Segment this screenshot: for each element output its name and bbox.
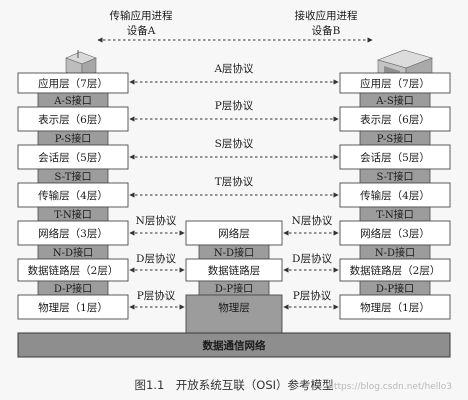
watermark: https://blog.csdn.net/hello3 [328, 382, 452, 392]
left-layer-session: 会话层（5层） [38, 151, 108, 164]
protocol-n-label-right: N层协议 [292, 214, 333, 227]
left-layer-box [17, 182, 129, 208]
left-layer-application: 应用层（7层） [38, 77, 108, 90]
middle-layer-box [185, 220, 283, 246]
middle-stack: 网络层 N-D接口 数据链路层 D-P接口 物理层 [185, 220, 283, 334]
middle-layer-network: 网络层 [218, 227, 250, 240]
middle-layer-physical: 物理层 [218, 301, 250, 314]
right-layer-box [339, 106, 451, 132]
protocol-ph-label-right: P层协议 [293, 289, 332, 302]
protocol-t-label: T层协议 [215, 175, 254, 188]
protocol-links: A层协议 P层协议 S层协议 T层协议 N层协议 N层协议 D层协议 D层协议 … [129, 62, 339, 310]
data-network-bar [17, 332, 451, 358]
left-layer-physical: 物理层（1层） [38, 301, 108, 314]
right-stack: 应用层（7层） A-S接口 表示层（6层） P-S接口 会话层（5层） S-T接… [339, 72, 451, 320]
protocol-s-label: S层协议 [215, 137, 254, 150]
middle-interface-dp: D-P接口 [215, 282, 253, 295]
middle-physical-box [185, 294, 283, 334]
left-layer-datalink: 数据链路层（2层） [28, 264, 119, 277]
data-network-label: 数据通信网络 [202, 339, 266, 352]
right-interface-dp: D-P接口 [376, 282, 414, 295]
left-layer-box [17, 294, 129, 320]
header-left-line1: 传输应用进程 [110, 9, 173, 22]
middle-layer-datalink: 数据链路层 [208, 264, 261, 277]
left-interface-nd: N-D接口 [53, 246, 93, 259]
right-layer-box [339, 220, 451, 246]
protocol-d-label-right: D层协议 [292, 252, 332, 265]
header-right-line1: 接收应用进程 [295, 9, 358, 22]
right-interface-ps: P-S接口 [377, 132, 413, 145]
right-layer-datalink: 数据链路层（2层） [350, 264, 441, 277]
right-interface-as: A-S接口 [375, 94, 413, 107]
left-interface-st: S-T接口 [55, 170, 92, 183]
protocol-n-label-left: N层协议 [136, 214, 177, 227]
left-layer-transport: 传输层（4层） [38, 189, 108, 202]
left-layer-network: 网络层（3层） [38, 227, 108, 240]
right-interface-tn: T-N接口 [376, 208, 414, 221]
protocol-a-label: A层协议 [213, 62, 254, 75]
left-layer-presentation: 表示层（6层） [38, 113, 108, 126]
right-interface-nd: N-D接口 [375, 246, 415, 259]
left-layer-box [17, 220, 129, 246]
right-layer-application: 应用层（7层） [360, 77, 430, 90]
right-layer-box [339, 144, 451, 170]
right-layer-presentation: 表示层（6层） [360, 113, 430, 126]
figure-caption: 图1.1 开放系统互联（OSI）参考模型 [134, 378, 333, 392]
left-interface-as: A-S接口 [53, 94, 91, 107]
left-interface-ps: P-S接口 [55, 132, 91, 145]
left-layer-box [17, 106, 129, 132]
left-interface-tn: T-N接口 [54, 208, 92, 221]
right-layer-transport: 传输层（4层） [360, 189, 430, 202]
header-right-line2: 设备B [312, 24, 341, 37]
right-interface-st: S-T接口 [377, 170, 414, 183]
left-stack: 应用层（7层） A-S接口 表示层（6层） P-S接口 会话层（5层） S-T接… [17, 72, 129, 320]
protocol-ph-label-left: P层协议 [137, 289, 176, 302]
middle-interface-nd: N-D接口 [214, 246, 254, 259]
right-layer-network: 网络层（3层） [360, 227, 430, 240]
right-layer-box [339, 182, 451, 208]
right-layer-session: 会话层（5层） [360, 151, 430, 164]
protocol-p-label: P层协议 [215, 99, 254, 112]
right-layer-physical: 物理层（1层） [360, 301, 430, 314]
left-layer-box [17, 144, 129, 170]
header-left-line2: 设备A [127, 24, 156, 37]
protocol-d-label-left: D层协议 [136, 252, 176, 265]
right-layer-box [339, 294, 451, 320]
left-interface-dp: D-P接口 [54, 282, 92, 295]
